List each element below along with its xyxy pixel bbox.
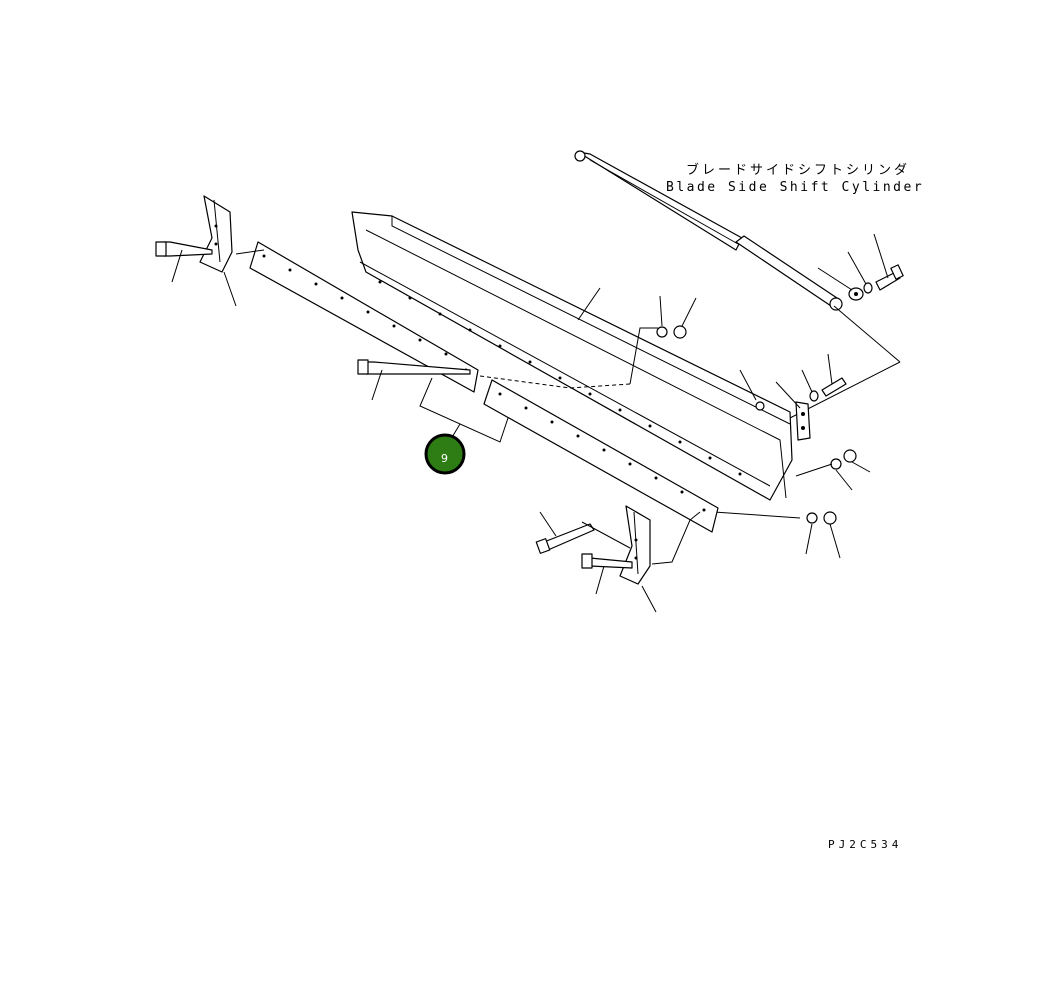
end-bit-bolt-left [155, 241, 213, 283]
blade-side-shift-cylinder [574, 150, 843, 311]
cutting-edge-left [249, 241, 479, 393]
moldboard [351, 211, 793, 501]
cutting-edge-right [483, 379, 719, 533]
callout-marker[interactable]: 9 [424, 433, 466, 475]
moldboard-nuts [656, 295, 871, 559]
cutting-edge-bolt [357, 327, 658, 401]
moldboard-bolt-holes [378, 280, 742, 476]
callout-number: 9 [441, 452, 448, 465]
bracket-plate [739, 353, 847, 441]
cylinder-fasteners [789, 233, 904, 419]
end-bit-bolts-right [535, 511, 633, 595]
cylinder-label-jp: ブレードサイドシフトシリンダ [686, 162, 910, 178]
cylinder-label-en: Blade Side Shift Cylinder [666, 180, 924, 195]
end-bit-right [619, 505, 701, 613]
drawing-code: PJ2C534 [828, 838, 902, 851]
callout-circle[interactable] [424, 433, 466, 475]
